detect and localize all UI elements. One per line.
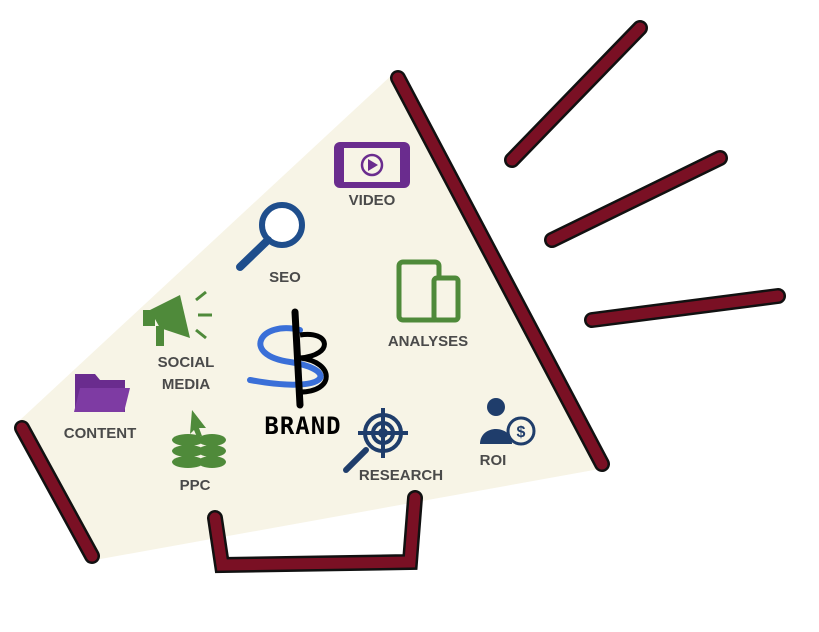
sound-line-1 <box>506 22 646 166</box>
label-content: CONTENT <box>63 425 137 442</box>
label-research: RESEARCH <box>358 467 444 484</box>
svg-text:$: $ <box>517 424 526 441</box>
megaphone-outline <box>16 22 784 571</box>
coins-cursor-icon <box>172 410 226 468</box>
magnifier-icon <box>236 202 305 271</box>
sound-line-3 <box>586 290 784 326</box>
target-magnifier-icon <box>343 408 408 473</box>
label-brand: BRAND <box>264 412 342 440</box>
brand-logo-icon <box>247 308 329 409</box>
megaphone-icon <box>143 290 212 346</box>
label-social: SOCIAL <box>157 354 215 371</box>
sound-line-2 <box>546 152 726 246</box>
label-roi: ROI <box>479 452 507 469</box>
label-ppc: PPC <box>179 477 211 494</box>
label-video: VIDEO <box>348 192 396 209</box>
label-analyses: ANALYSES <box>387 333 469 350</box>
label-media: MEDIA <box>161 376 211 393</box>
video-icon <box>334 142 410 188</box>
tablet-phone-icon <box>396 259 461 323</box>
label-seo: SEO <box>269 269 301 286</box>
businessman-dollar-icon: $ <box>480 398 536 446</box>
folder-icon <box>74 374 130 412</box>
